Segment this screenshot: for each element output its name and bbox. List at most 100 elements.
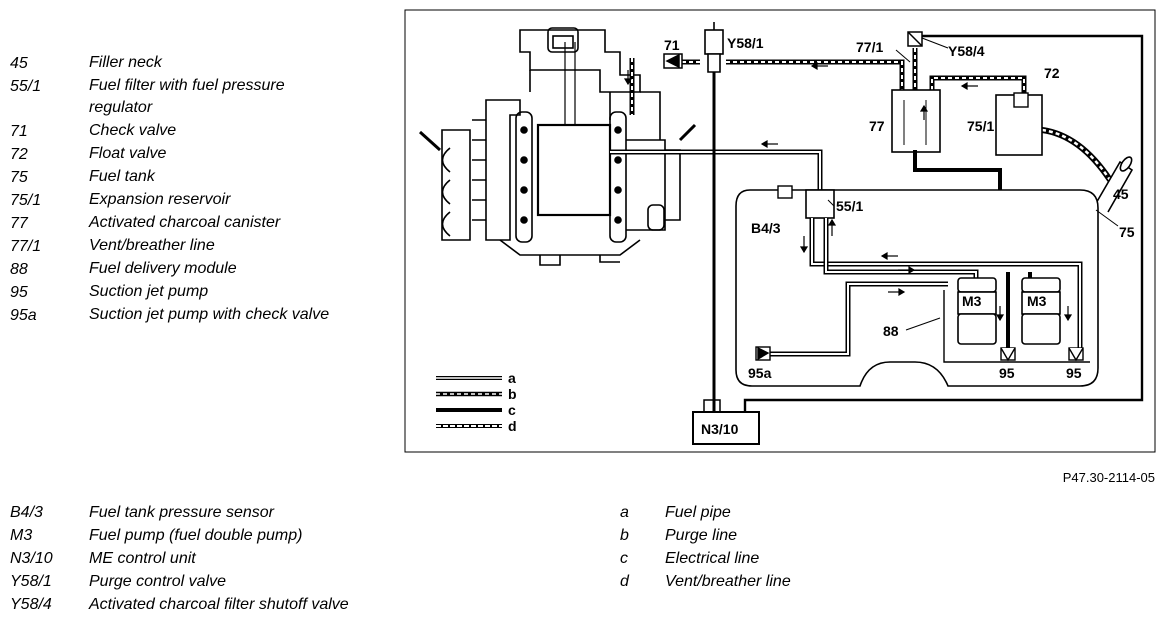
expansion-reservoir bbox=[995, 94, 1043, 156]
label-fuel-filter: 55/1 bbox=[836, 198, 863, 214]
legend-entry: 75 Fuel tank bbox=[10, 166, 340, 188]
line-type-entry-code: d bbox=[620, 573, 629, 590]
line-type-entry-label: Electrical line bbox=[665, 550, 760, 567]
legend-entry-code: 55/1 bbox=[10, 78, 42, 95]
legend-entry: 77 Activated charcoal canister bbox=[10, 212, 340, 234]
legend-entry: 88 Fuel delivery module bbox=[10, 258, 340, 280]
abbreviation-entry-code: N3/10 bbox=[10, 550, 53, 567]
line-type-entry: b Purge line bbox=[620, 524, 880, 547]
abbreviation-entry-label: Activated charcoal filter shutoff valve bbox=[89, 596, 349, 613]
legend-entry-code: 72 bbox=[10, 146, 28, 163]
abbreviation-entry: M3 Fuel pump (fuel double pump) bbox=[10, 524, 430, 547]
legend-entry-label: Suction jet pump with check valve bbox=[89, 306, 330, 323]
fuel-pump-right bbox=[1021, 277, 1061, 345]
label-float-valve: 72 bbox=[1044, 65, 1060, 81]
abbreviation-entry-label: Purge control valve bbox=[89, 573, 226, 590]
legend-entry-label: Suction jet pump bbox=[89, 283, 209, 300]
legend-entry-code: 95 bbox=[10, 284, 28, 301]
label-filler-neck: 45 bbox=[1113, 186, 1129, 202]
legend-entry-code: 71 bbox=[10, 123, 28, 140]
line-type-entry: d Vent/breather line bbox=[620, 570, 880, 593]
legend-entry-label: Float valve bbox=[89, 145, 167, 162]
line-type-entry-label: Vent/breather line bbox=[665, 573, 791, 590]
legend-entry: 75/1 Expansion reservoir bbox=[10, 189, 340, 211]
legend-entry-code: 77 bbox=[10, 215, 28, 232]
abbreviation-entry-code: Y58/1 bbox=[10, 573, 52, 590]
label-jet-pump-1: 95 bbox=[999, 365, 1015, 381]
label-check-valve: 71 bbox=[664, 37, 680, 53]
outer-vent-line bbox=[743, 34, 1144, 412]
abbreviation-entry-label: Fuel tank pressure sensor bbox=[89, 504, 274, 521]
label-shutoff-valve: Y58/4 bbox=[948, 43, 985, 59]
line-type-entry-code: c bbox=[620, 550, 628, 567]
legend-entry: 95 Suction jet pump bbox=[10, 281, 340, 303]
abbreviation-entry: B4/3 Fuel tank pressure sensor bbox=[10, 501, 430, 524]
line-type-entry-code: b bbox=[620, 527, 629, 544]
legend-entry-code: 75/1 bbox=[10, 192, 42, 209]
line-type-entry: c Electrical line bbox=[620, 547, 880, 570]
electrical-line-2 bbox=[703, 399, 721, 412]
engine-drawing bbox=[418, 27, 697, 266]
label-pressure-sensor: B4/3 bbox=[751, 220, 781, 236]
legend-entry-label: Expansion reservoir bbox=[89, 191, 231, 208]
suction-jet-pump-left bbox=[1000, 347, 1016, 362]
purge-line bbox=[629, 58, 905, 115]
abbreviation-entry-label: Fuel pump (fuel double pump) bbox=[89, 527, 303, 544]
label-jet-pump-2: 95 bbox=[1066, 365, 1082, 381]
leader-lines bbox=[827, 37, 1119, 331]
legend-entry: 72 Float valve bbox=[10, 143, 340, 165]
legend-entry-label: Filler neck bbox=[89, 54, 162, 71]
label-vent-line: 77/1 bbox=[856, 39, 883, 55]
shutoff-valve bbox=[907, 31, 923, 47]
label-canister: 77 bbox=[869, 118, 885, 134]
legend-entry-label: Fuel delivery module bbox=[89, 260, 237, 277]
legend-entry-code: 95a bbox=[10, 307, 37, 324]
abbreviation-entry: N3/10 ME control unit bbox=[10, 547, 430, 570]
legend-entry-code: 88 bbox=[10, 261, 28, 278]
line-type-swatches bbox=[436, 376, 502, 428]
legend-entry: 45 Filler neck bbox=[10, 52, 340, 74]
fuel-supply-line bbox=[610, 149, 1002, 190]
legend-entry-code: 45 bbox=[10, 55, 28, 72]
figure-reference: P47.30-2114-05 bbox=[1062, 470, 1155, 485]
label-fuel-pump-1: M3 bbox=[962, 293, 982, 309]
suction-jet-pump-right bbox=[1068, 347, 1084, 362]
purge-control-valve bbox=[704, 22, 724, 73]
label-line-b: b bbox=[508, 386, 517, 402]
legend-entry-code: 75 bbox=[10, 169, 28, 186]
label-purge-valve: Y58/1 bbox=[727, 35, 764, 51]
legend-entry-label: Activated charcoal canister bbox=[89, 214, 281, 231]
label-delivery-module: 88 bbox=[883, 323, 899, 339]
abbreviation-entry-code: B4/3 bbox=[10, 504, 43, 521]
suction-jet-pump-check-valve bbox=[755, 346, 771, 361]
diagram-frame bbox=[404, 9, 1156, 453]
tank-pressure-sensor bbox=[777, 185, 793, 199]
legend-entry-label: Fuel tank bbox=[89, 168, 155, 185]
label-jet-pump-check: 95a bbox=[748, 365, 772, 381]
label-fuel-pump-2: M3 bbox=[1027, 293, 1047, 309]
me-control-unit bbox=[692, 411, 760, 445]
label-line-c: c bbox=[508, 402, 516, 418]
flow-arrows bbox=[623, 61, 1073, 322]
label-control-unit: N3/10 bbox=[701, 421, 739, 437]
line-type-entry-label: Purge line bbox=[665, 527, 738, 544]
label-line-d: d bbox=[508, 418, 517, 434]
line-type-entry-label: Fuel pipe bbox=[665, 504, 731, 521]
abbreviation-entry-code: M3 bbox=[10, 527, 33, 544]
label-line-a: a bbox=[508, 370, 516, 386]
label-fuel-tank: 75 bbox=[1119, 224, 1135, 240]
abbreviation-entry-label: ME control unit bbox=[89, 550, 196, 567]
check-valve bbox=[663, 53, 683, 69]
fuel-pump-left bbox=[957, 277, 997, 345]
legend-entry-label: Vent/breather line bbox=[89, 237, 215, 254]
float-valve bbox=[1013, 92, 1029, 108]
